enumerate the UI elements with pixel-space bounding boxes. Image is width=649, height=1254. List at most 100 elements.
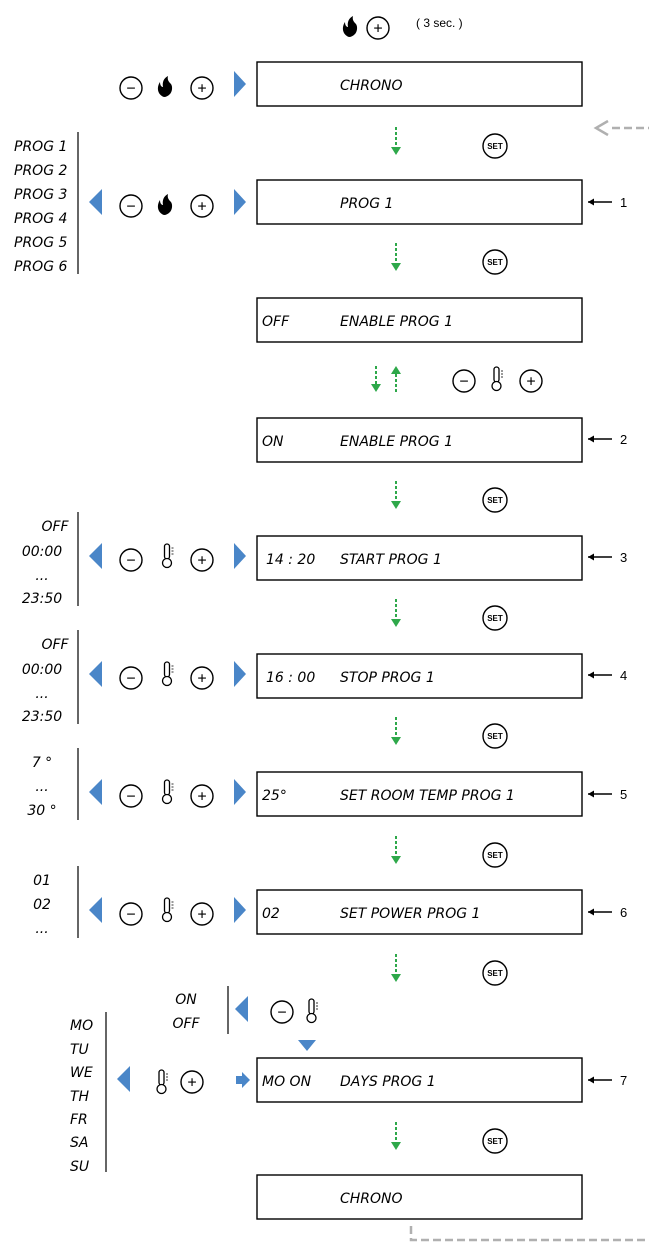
set-label: SET <box>487 851 503 860</box>
lcd-message: DAYS PROG 1 <box>340 1074 436 1090</box>
thermometer-icon <box>306 998 318 1024</box>
flame-icon <box>157 76 173 97</box>
return-loop <box>409 119 649 1242</box>
callout-5: 5 <box>588 787 627 802</box>
set-button[interactable]: SET <box>482 487 508 513</box>
set-button[interactable]: SET <box>482 1128 508 1154</box>
temp-options-list: 7 ° ... 30 ° <box>27 748 79 820</box>
day-option: FR <box>70 1112 88 1128</box>
right-triangle-arrow <box>234 543 246 569</box>
day-option: MO <box>70 1018 93 1034</box>
callout-number: 7 <box>620 1073 627 1088</box>
time-option: 00:00 <box>22 544 62 560</box>
thermometer-icon <box>491 366 503 392</box>
set-label: SET <box>487 496 503 505</box>
on-off-option: ON <box>175 992 197 1008</box>
callout-number: 4 <box>620 668 627 683</box>
set-button[interactable]: SET <box>482 133 508 159</box>
control-cluster-days: + <box>117 1066 250 1095</box>
lcd-value: ON <box>262 434 284 450</box>
minus-glyph: − <box>126 907 135 924</box>
plus-button[interactable]: + <box>190 194 214 218</box>
plus-button[interactable]: + <box>366 16 390 40</box>
stop-time-options-list: OFF 00:00 ... 23:50 <box>22 630 79 725</box>
lcd-message: CHRONO <box>340 1191 403 1207</box>
minus-button[interactable]: − <box>119 666 143 690</box>
day-option: SA <box>70 1135 88 1151</box>
prog-option: PROG 4 <box>14 211 67 227</box>
lcd-display-days: MO ON DAYS PROG 1 <box>256 1057 583 1103</box>
callout-4: 4 <box>588 668 627 683</box>
down-flow-arrowhead <box>391 856 401 864</box>
callout-number: 2 <box>620 432 627 447</box>
callout-3: 3 <box>588 550 627 565</box>
control-cluster-room-temp: −+ <box>89 779 246 808</box>
lcd-value: 16 : 00 <box>266 670 315 686</box>
prog-option: PROG 1 <box>14 139 67 155</box>
right-block-arrow <box>236 1072 250 1088</box>
left-triangle-arrow <box>89 897 102 923</box>
lcd-value: 25° <box>262 788 287 804</box>
control-cluster-stop: −+ <box>89 661 246 690</box>
down-flow-arrowhead <box>391 147 401 155</box>
set-button[interactable]: SET <box>482 842 508 868</box>
minus-glyph: − <box>126 81 135 98</box>
plus-button[interactable]: + <box>190 548 214 572</box>
lcd-value: MO ON <box>262 1074 312 1090</box>
right-triangle-arrow <box>234 71 246 97</box>
left-triangle-arrow <box>89 661 102 687</box>
day-option: WE <box>70 1065 93 1081</box>
plus-button[interactable]: + <box>190 902 214 926</box>
minus-button[interactable]: − <box>119 902 143 926</box>
minus-glyph: − <box>126 199 135 216</box>
plus-button[interactable]: + <box>180 1070 204 1094</box>
set-button[interactable]: SET <box>482 723 508 749</box>
thermometer-icon <box>161 897 174 923</box>
plus-button[interactable]: + <box>190 76 214 100</box>
lcd-value: 02 <box>262 906 280 922</box>
lcd-value: OFF <box>262 314 290 330</box>
prog-option: PROG 3 <box>14 187 67 203</box>
thermometer-icon <box>161 779 174 805</box>
flame-icon <box>342 16 358 37</box>
set-button[interactable]: SET <box>482 605 508 631</box>
minus-button[interactable]: − <box>119 548 143 572</box>
callout-number: 5 <box>620 787 627 802</box>
minus-button[interactable]: − <box>119 784 143 808</box>
plus-glyph: + <box>197 789 206 806</box>
plus-glyph: + <box>197 671 206 688</box>
time-option: 00:00 <box>22 662 62 678</box>
left-triangle-arrow <box>235 996 248 1022</box>
control-cluster-start: −+ <box>89 543 246 572</box>
minus-glyph: − <box>126 671 135 688</box>
callout-number: 6 <box>620 905 627 920</box>
lcd-display-stop: 16 : 00 STOP PROG 1 <box>256 653 583 699</box>
lcd-message: START PROG 1 <box>340 552 442 568</box>
lcd-message: ENABLE PROG 1 <box>340 314 453 330</box>
minus-button[interactable]: − <box>452 369 476 393</box>
toggle-flow-arrows <box>371 366 401 392</box>
left-triangle-arrow <box>89 189 102 215</box>
callout-number: 3 <box>620 550 627 565</box>
set-label: SET <box>487 142 503 151</box>
power-options-list: 01 02 ... <box>33 866 79 938</box>
on-off-option: OFF <box>172 1016 200 1032</box>
lcd-display-start: 14 : 20 START PROG 1 <box>256 535 583 581</box>
minus-button[interactable]: − <box>119 76 143 100</box>
minus-button[interactable]: − <box>119 194 143 218</box>
plus-button[interactable]: + <box>190 784 214 808</box>
right-triangle-arrow <box>234 779 246 805</box>
set-label: SET <box>487 969 503 978</box>
start-time-options-list: OFF 00:00 ... 23:50 <box>22 512 79 607</box>
set-button[interactable]: SET <box>482 960 508 986</box>
hold-hint: + ( 3 sec. ) <box>342 16 463 40</box>
prog-option: PROG 5 <box>14 235 67 251</box>
time-option: 23:50 <box>22 709 62 725</box>
minus-button[interactable]: − <box>270 1000 294 1024</box>
plus-glyph: + <box>526 374 535 391</box>
right-triangle-arrow <box>234 189 246 215</box>
plus-glyph: + <box>197 81 206 98</box>
plus-button[interactable]: + <box>519 369 543 393</box>
plus-button[interactable]: + <box>190 666 214 690</box>
set-button[interactable]: SET <box>482 249 508 275</box>
